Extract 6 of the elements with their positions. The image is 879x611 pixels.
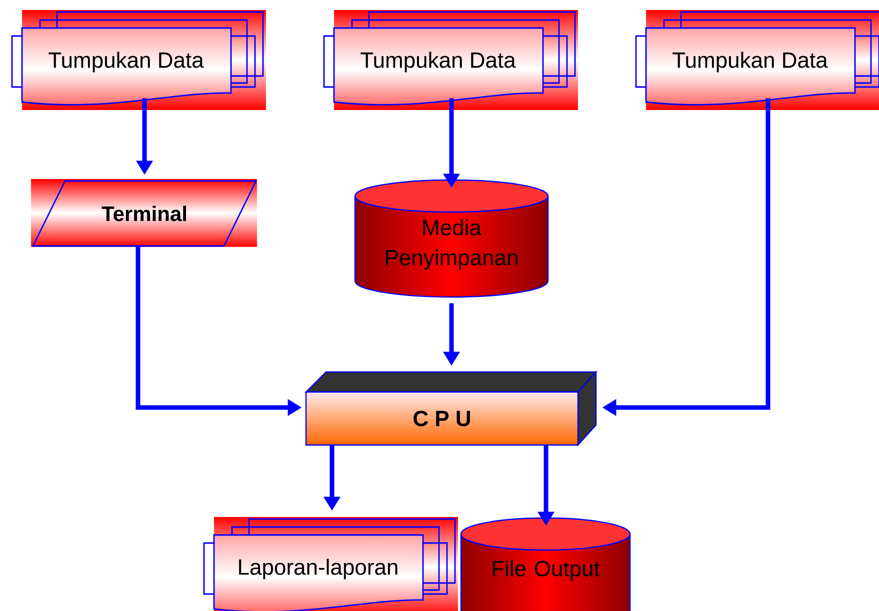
cylinder: Media Penyimpanan (354, 179, 549, 298)
document-stack: Tumpukan Data (11, 11, 264, 106)
document-stack: Tumpukan Data (323, 11, 576, 106)
document-stack: Laporan-laporan (203, 518, 456, 611)
document-stack: Tumpukan Data (635, 11, 879, 106)
cylinder: File Output (460, 517, 631, 611)
